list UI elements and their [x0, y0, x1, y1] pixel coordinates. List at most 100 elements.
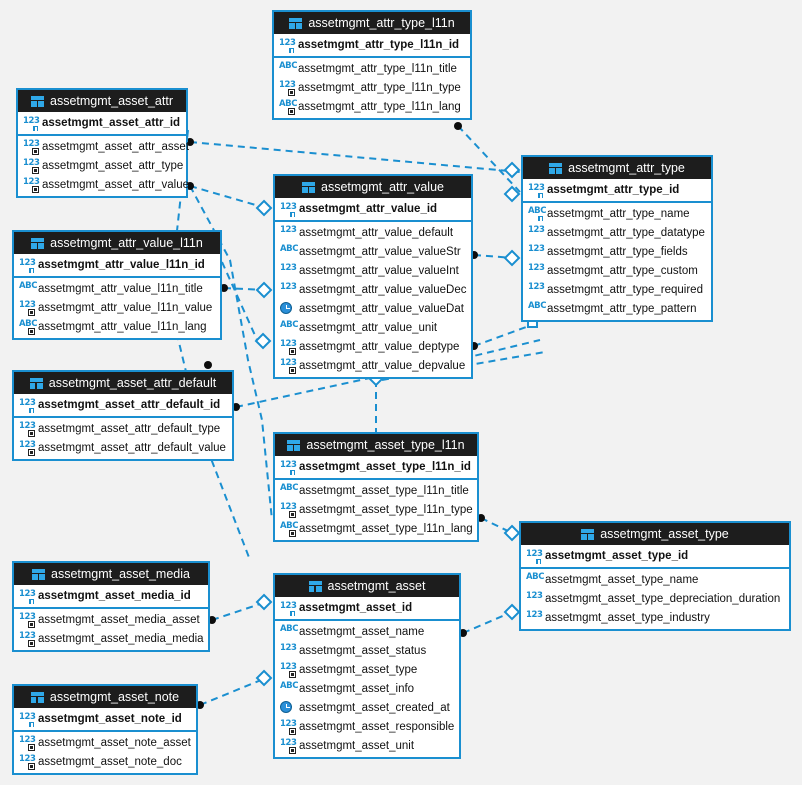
- field-label: assetmgmt_attr_value_id: [299, 203, 438, 215]
- entity-header-asset_note: assetmgmt_asset_note: [14, 686, 196, 708]
- edge-asset-attr-to-attr-value: [189, 185, 267, 209]
- field-row[interactable]: assetmgmt_attr_value_valueDat: [275, 299, 471, 318]
- numeric-primary-key-icon: 123: [19, 258, 36, 274]
- field-label: assetmgmt_asset_name: [299, 625, 425, 638]
- field-label: assetmgmt_asset_note_asset: [38, 736, 191, 749]
- field-label: assetmgmt_attr_value_valueStr: [299, 245, 461, 258]
- field-row[interactable]: assetmgmt_asset_created_at: [275, 698, 459, 717]
- numeric-123-icon: 123: [528, 225, 545, 235]
- string-abc-icon: ABC: [279, 61, 298, 71]
- numeric-123-icon: 123: [280, 282, 297, 292]
- entity-title: assetmgmt_asset_attr: [50, 94, 173, 108]
- field-label: assetmgmt_asset_type_name: [545, 573, 699, 586]
- field-label: assetmgmt_asset_note_doc: [38, 755, 182, 768]
- edge-asset-media-to-asset: [211, 601, 267, 621]
- field-label: assetmgmt_attr_type_name: [547, 207, 690, 220]
- edge-asset-note-to-asset: [199, 677, 267, 706]
- field-label: assetmgmt_attr_type_id: [547, 184, 680, 196]
- edge-asset-attr-default-to-attr-value: [235, 377, 371, 408]
- table-icon: [308, 580, 322, 592]
- numeric-primary-key-icon: 123: [526, 549, 543, 565]
- table-icon: [289, 17, 303, 29]
- field-label: assetmgmt_attr_value_default: [299, 226, 454, 239]
- numeric-foreign-key-icon: 123: [280, 502, 297, 518]
- field-label: assetmgmt_attr_type_fields: [547, 245, 688, 258]
- entity-header-asset_attr_default: assetmgmt_asset_attr_default: [14, 372, 232, 394]
- string-abc-icon: ABC: [526, 572, 545, 582]
- field-label: assetmgmt_asset_type_l11n_title: [299, 484, 469, 497]
- entity-title: assetmgmt_attr_value_l11n: [50, 236, 203, 250]
- field-label: assetmgmt_attr_type_l11n_type: [298, 81, 461, 94]
- edge-asset-type-l11n-to-asset-type: [480, 517, 513, 534]
- field-label: assetmgmt_attr_type_l11n_title: [298, 62, 457, 75]
- field-label: assetmgmt_attr_type_pattern: [547, 302, 697, 315]
- field-label: assetmgmt_asset_media_media: [38, 632, 204, 645]
